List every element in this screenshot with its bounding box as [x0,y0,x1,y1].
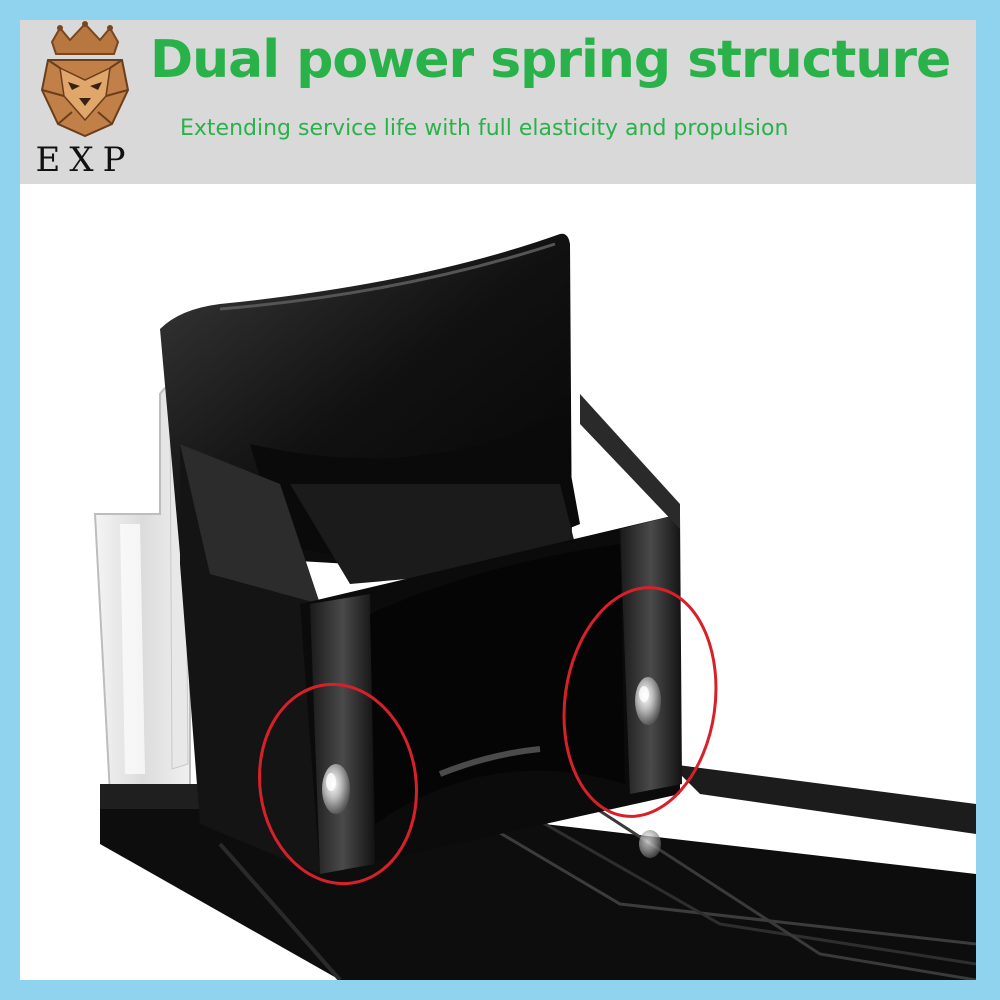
left-spring-highlight [258,682,418,886]
brand-name: EXP [35,140,135,180]
right-spring-highlight [562,586,718,818]
brand-logo: EXP [30,20,140,184]
product-photo [93,233,976,980]
headline: Dual power spring structure [150,30,951,90]
crowned-lion-icon [40,21,130,138]
pusher-body [160,233,682,874]
spring-reflection [639,830,661,858]
product-image: EXP Dual power spring structure Extendin… [20,20,976,980]
header-banner: EXP Dual power spring structure Extendin… [20,20,976,184]
spring-left [322,764,350,814]
subheadline: Extending service life with full elastic… [180,116,789,141]
spring-right [635,677,661,725]
